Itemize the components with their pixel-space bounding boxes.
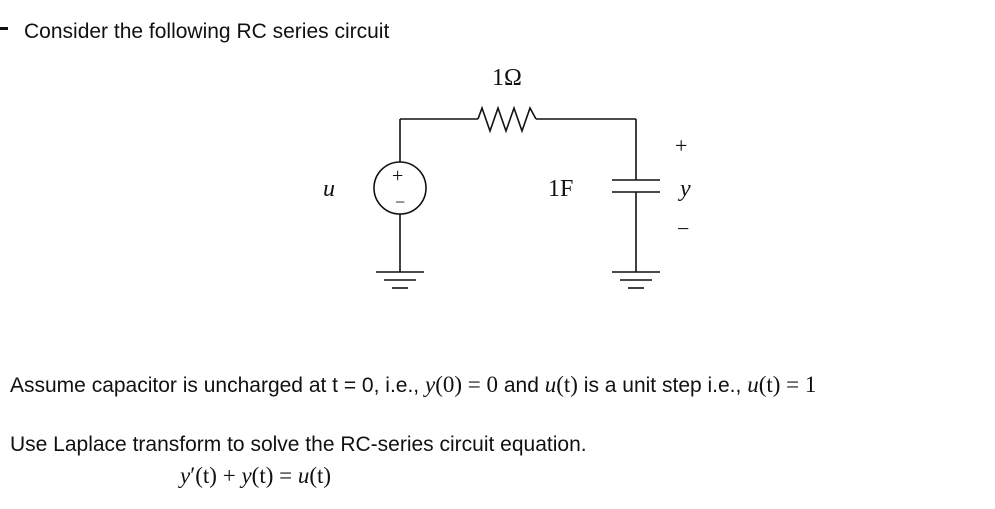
source-label: u (323, 176, 335, 202)
output-plus-sign: + (675, 133, 687, 158)
output-label: y (678, 176, 691, 202)
capacitor-label: 1F (548, 176, 573, 202)
resistor-zigzag (477, 105, 537, 134)
resistor-label: 1Ω (492, 65, 522, 91)
problem-heading: Consider the following RC series circuit (24, 20, 390, 43)
eq-arg-3: (t) (309, 463, 332, 488)
assumption-and: and (498, 374, 545, 397)
arg-t: (t) (556, 372, 578, 397)
var-u-2: u (747, 372, 759, 397)
eq-y-2: y (241, 463, 252, 488)
arg-zero: (0) (435, 372, 463, 397)
var-u: u (544, 372, 557, 397)
output-minus-sign: − (677, 216, 689, 241)
eq-u: u (297, 463, 310, 488)
input-u-expr: u(t) (545, 372, 578, 397)
eq-plus: + (216, 463, 242, 488)
eq-one: = 1 (780, 372, 817, 397)
eq-arg-1: (t) (195, 463, 217, 488)
eq-y: y (180, 463, 191, 488)
eq-equals: = (273, 463, 298, 488)
task-text: Use Laplace transform to solve the RC-se… (10, 433, 587, 456)
eq-prime: ′ (190, 463, 196, 488)
margin-mark (0, 27, 8, 30)
assumption-text: Assume capacitor is uncharged at t = 0, … (10, 372, 816, 398)
assumption-intro: Assume capacitor is uncharged at t = 0, … (10, 374, 425, 397)
eq-zero: = 0 (462, 372, 498, 397)
var-y: y (424, 372, 436, 397)
unit-step-expr: u(t) = 1 (747, 372, 816, 397)
differential-equation: y′(t) + y(t) = u(t) (180, 463, 331, 489)
assumption-middle: is a unit step i.e., (577, 374, 748, 397)
source-minus-sign: − (395, 192, 405, 212)
arg-t-2: (t) (758, 372, 781, 397)
initial-condition-y: y(0) = 0 (425, 372, 498, 397)
eq-arg-2: (t) (251, 463, 274, 488)
source-plus-sign: + (392, 165, 403, 187)
